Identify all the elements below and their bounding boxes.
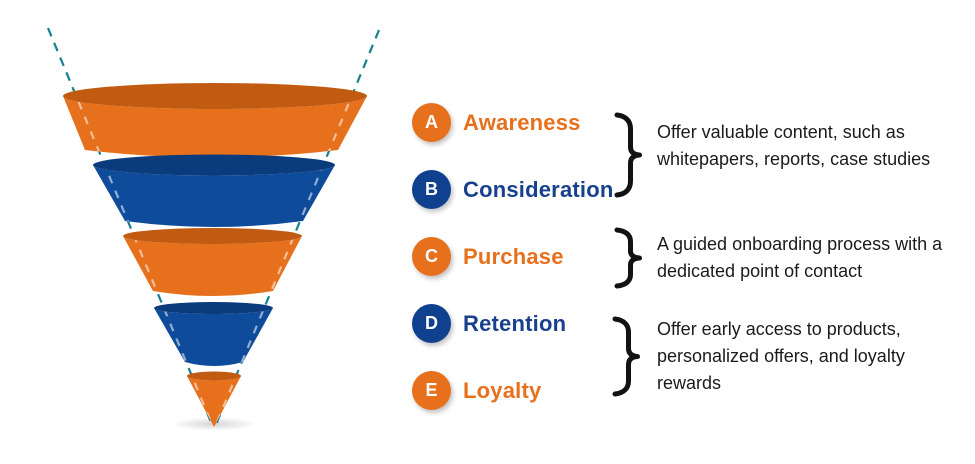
funnel-segment-purchase-top bbox=[123, 228, 302, 244]
stage-marker-c: C bbox=[412, 237, 451, 276]
annotation-line: whitepapers, reports, case studies bbox=[657, 149, 931, 169]
stage-label-awareness: Awareness bbox=[463, 109, 581, 135]
brace-purchase bbox=[614, 227, 642, 289]
funnel-segment-consideration-top bbox=[93, 154, 335, 176]
funnel-segment-awareness-top bbox=[63, 83, 367, 109]
stage-label-loyalty: Loyalty bbox=[463, 377, 542, 403]
funnel-segment-purchase-body bbox=[123, 236, 302, 296]
annotation-line: Offer early access to products, bbox=[657, 319, 901, 339]
funnel-segment-retention-body bbox=[154, 308, 273, 366]
stage-marker-e: E bbox=[412, 371, 451, 410]
funnel-segment-loyalty-body bbox=[187, 376, 241, 427]
stage-label-retention: Retention bbox=[463, 310, 567, 336]
stage-label-purchase: Purchase bbox=[463, 243, 564, 269]
stage-marker-d: D bbox=[412, 304, 451, 343]
brace-awareness-consideration bbox=[614, 112, 642, 198]
annotation-line: personalized offers, and loyalty bbox=[657, 346, 905, 366]
funnel-segment-loyalty-top bbox=[187, 371, 241, 381]
annotation-line: Offer valuable content, such as bbox=[657, 122, 905, 142]
funnel-segment-retention-top bbox=[154, 302, 273, 314]
funnel-graphic bbox=[46, 27, 381, 431]
annotation-line: A guided onboarding process with a bbox=[657, 234, 943, 254]
annotation-awareness-consideration: Offer valuable content, such as whitepap… bbox=[657, 119, 930, 173]
stage-marker-b: B bbox=[412, 170, 451, 209]
funnel-segment-awareness-body bbox=[63, 96, 367, 158]
annotation-retention-loyalty: Offer early access to products, personal… bbox=[657, 316, 905, 397]
funnel-segment-consideration-body bbox=[93, 165, 335, 227]
annotation-line: dedicated point of contact bbox=[657, 261, 863, 281]
stage-marker-a: A bbox=[412, 103, 451, 142]
annotation-line: rewards bbox=[657, 373, 722, 393]
stage-label-consideration: Consideration bbox=[463, 176, 614, 202]
annotation-purchase: A guided onboarding process with a dedic… bbox=[657, 231, 942, 285]
brace-retention-loyalty bbox=[612, 316, 640, 397]
